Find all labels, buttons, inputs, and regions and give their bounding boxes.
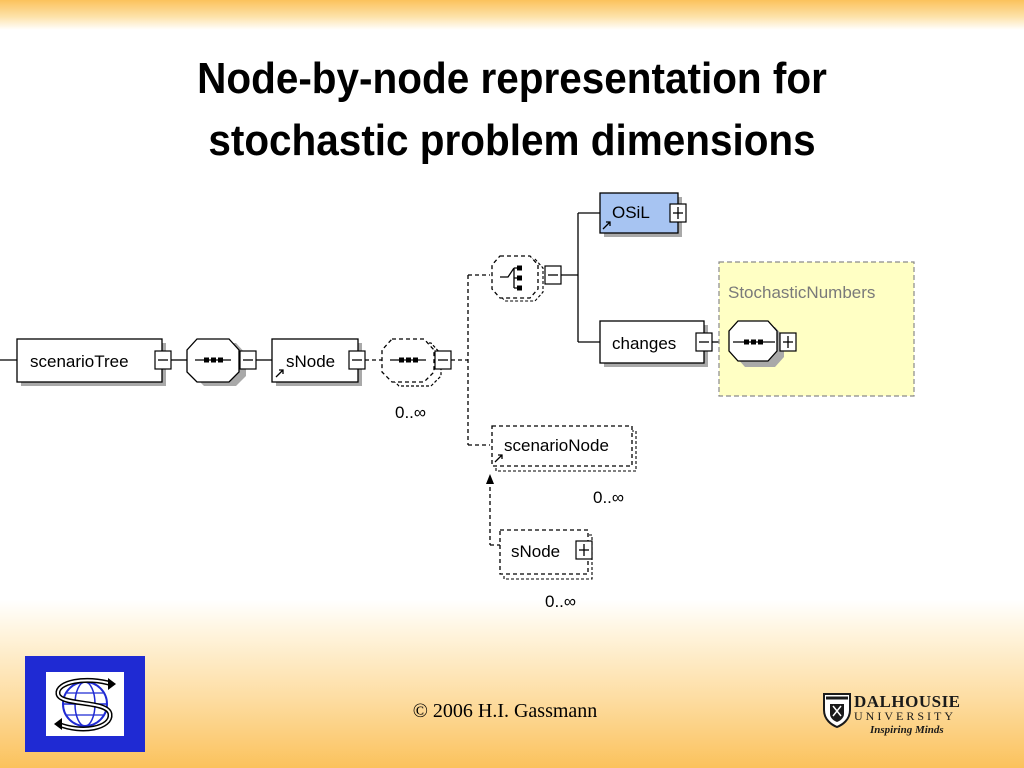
expand-icon[interactable]: [669, 203, 687, 223]
sequence-compositor-icon[interactable]: [728, 320, 797, 367]
copyright-footer: © 2006 H.I. Gassmann: [412, 700, 598, 722]
connector-lines: [0, 212, 728, 546]
osil-element[interactable]: OSiL: [599, 192, 687, 234]
collapse-icon[interactable]: [434, 350, 452, 370]
dalhousie-name: DALHOUSIE: [854, 692, 961, 711]
cardinality-label: 0..∞: [545, 592, 576, 610]
globe-logo-icon: [46, 672, 124, 736]
reference-arrow-icon: [494, 454, 503, 463]
dalhousie-tagline: Inspiring Minds: [870, 724, 944, 736]
slide-title: Node-by-node representation for stochast…: [41, 48, 983, 172]
left-logo: [25, 656, 145, 752]
sequence-compositor-icon[interactable]: [381, 338, 452, 387]
scenario-tree-element[interactable]: scenarioTree: [16, 338, 172, 383]
osil-label: OSiL: [612, 203, 650, 222]
dalhousie-logo: DALHOUSIE UNIVERSITY Inspiring Minds: [820, 690, 965, 742]
snode-bottom-label: sNode: [511, 542, 560, 561]
snode-element[interactable]: sNode: [271, 338, 366, 383]
cardinality-label: 0..∞: [593, 488, 624, 507]
expand-icon[interactable]: [575, 540, 593, 560]
schema-diagram: scenarioTree sNode: [0, 192, 915, 610]
cardinality-label: 0..∞: [395, 403, 426, 422]
snode-bottom-element[interactable]: sNode: [499, 529, 593, 580]
choice-compositor-icon[interactable]: [491, 255, 562, 302]
stochastic-numbers-label: StochasticNumbers: [728, 283, 875, 302]
recursion-arrow-icon: [486, 474, 494, 484]
collapse-icon[interactable]: [544, 265, 562, 285]
collapse-icon[interactable]: [239, 350, 257, 370]
collapse-icon[interactable]: [695, 332, 713, 352]
reference-arrow-icon: [275, 369, 284, 378]
top-gradient-band: [0, 0, 1024, 30]
snode-label: sNode: [286, 352, 335, 371]
bottom-gradient-band: [0, 600, 1024, 768]
scenario-node-element[interactable]: scenarioNode: [491, 425, 637, 472]
reference-arrow-icon: [602, 221, 611, 230]
slide-title-line-2: stochastic problem dimensions: [208, 116, 816, 165]
scenario-tree-label: scenarioTree: [30, 352, 129, 371]
dalhousie-shield-icon: [823, 693, 851, 728]
scenario-node-label: scenarioNode: [504, 436, 609, 455]
collapse-icon[interactable]: [154, 350, 172, 370]
sequence-compositor-icon[interactable]: [186, 338, 257, 386]
dalhousie-subtitle: UNIVERSITY: [854, 709, 956, 723]
stochastic-numbers-group[interactable]: StochasticNumbers: [718, 261, 915, 397]
changes-element[interactable]: changes: [599, 320, 713, 364]
changes-label: changes: [612, 334, 676, 353]
collapse-icon[interactable]: [348, 350, 366, 370]
slide-title-line-1: Node-by-node representation for: [197, 54, 827, 103]
expand-icon[interactable]: [779, 332, 797, 352]
